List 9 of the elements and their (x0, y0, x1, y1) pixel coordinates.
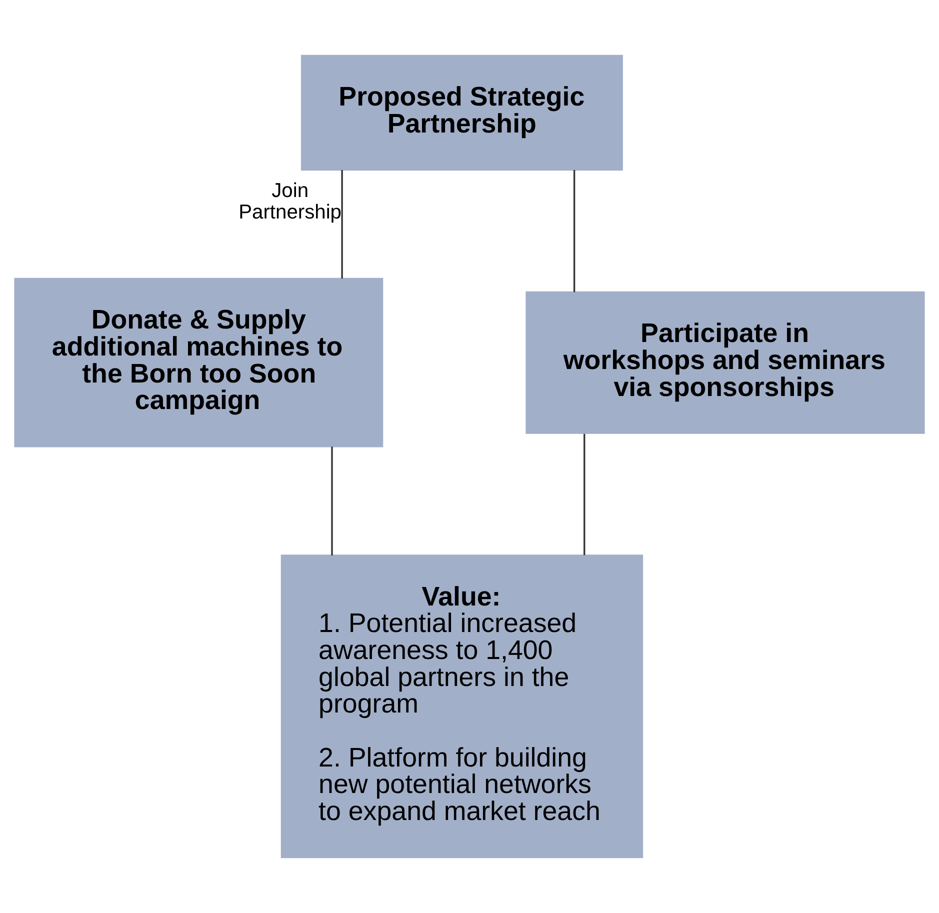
connector (341, 170, 343, 279)
connector (584, 434, 586, 556)
edge-label: Join Partnership (238, 180, 342, 224)
node-box: Proposed Strategic Partnership (300, 54, 623, 171)
node-box: Value: 1. Potential increased awareness to 1,400 global partners in the program 2. Platform for building new potential networks to expand market reach (280, 554, 644, 858)
node-box: Donate & Supply additional machines to the Born too Soon campaign (14, 278, 384, 448)
node-box: Participate in workshops and seminars via sponsorships (526, 291, 925, 434)
connector (573, 170, 576, 292)
connector (331, 446, 333, 556)
